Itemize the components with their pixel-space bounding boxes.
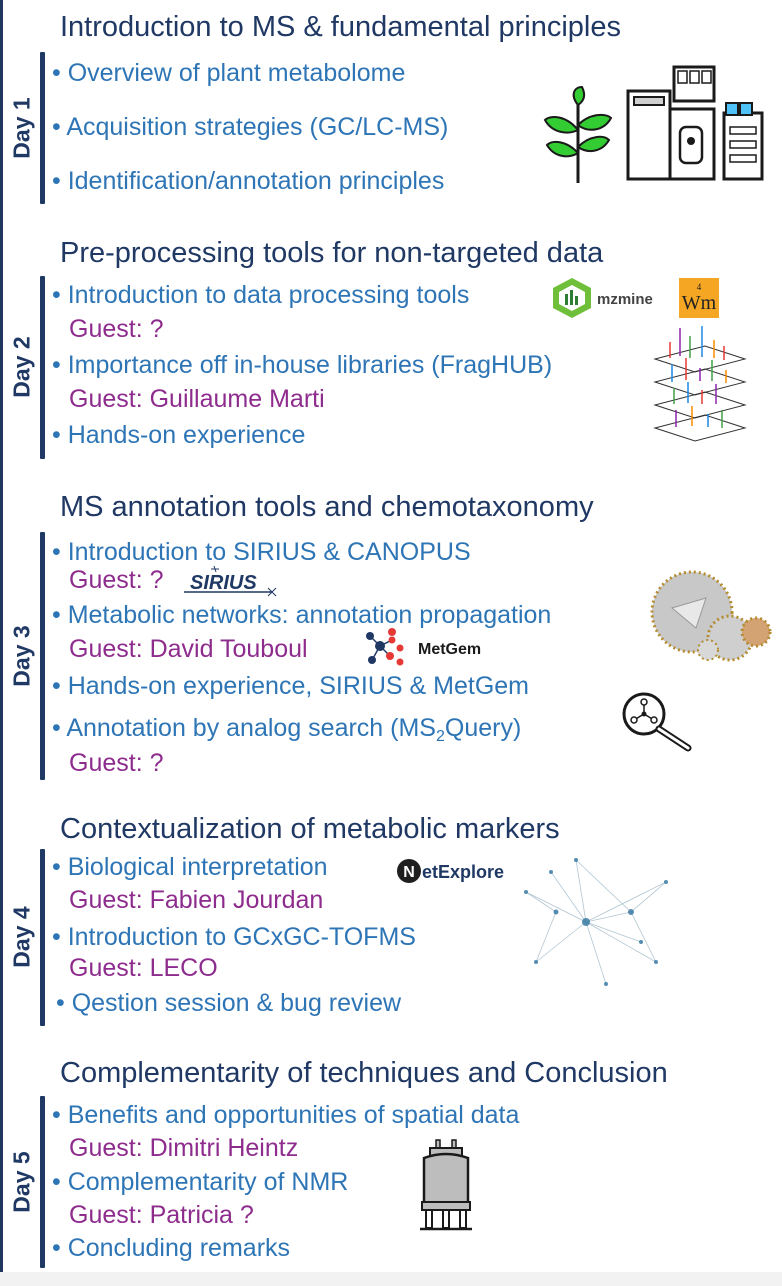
day-5-bar — [40, 1096, 45, 1268]
day-2-title: Pre-processing tools for non-targeted da… — [60, 237, 604, 269]
analog-search-icon — [620, 690, 694, 757]
spectra-stack-icon — [650, 324, 750, 449]
day-5-guest-2: Guest: Patricia ? — [69, 1201, 254, 1229]
day-4-title: Contextualization of metabolic markers — [60, 813, 560, 845]
day-1-item-2: • Acquisition strategies (GC/LC-MS) — [52, 113, 449, 141]
day-2-item-2: • Importance off in-house libraries (Fra… — [52, 351, 553, 379]
plant-icon — [540, 85, 615, 190]
day-3-item-4-text-end: Query) — [444, 714, 522, 742]
day-3-item-4-text: • Annotation by analog search (MS — [52, 714, 436, 742]
day-1-section: Introduction to MS & fundamental princip… — [0, 10, 782, 215]
day-3-label: Day 3 — [8, 625, 35, 687]
svg-text:MetGem: MetGem — [418, 641, 481, 658]
mzmine-logo: mzmine — [551, 276, 675, 325]
day-4-label: Day 4 — [8, 906, 35, 968]
sirius-logo: SIRIUS — [184, 564, 280, 605]
day-2-label: Day 2 — [8, 336, 35, 398]
day-1-item-1: • Overview of plant metabolome — [52, 59, 406, 87]
svg-text:etExplore: etExplore — [422, 862, 504, 882]
day-5-label: Day 5 — [8, 1151, 35, 1213]
day-4-item-1: • Biological interpretation — [52, 853, 328, 881]
day-4-guest-1: Guest: Fabien Jourdan — [69, 886, 324, 914]
svg-text:N: N — [403, 864, 415, 881]
nmr-magnet-icon — [416, 1136, 476, 1237]
wm-logo: 4 Wm — [679, 278, 719, 323]
day-3-item-4: • Annotation by analog search (MS2Query) — [52, 713, 521, 752]
day-2-item-1: • Introduction to data processing tools — [52, 281, 470, 309]
day-5-item-3: • Concluding remarks — [52, 1234, 291, 1262]
bottom-band — [0, 1272, 782, 1286]
day-3-item-4-subscript: 2 — [435, 728, 445, 745]
day-1-item-3: • Identification/annotation principles — [52, 167, 445, 195]
svg-text:4: 4 — [697, 282, 702, 292]
day-1-label: Day 1 — [8, 97, 35, 159]
day-4-item-3: • Qestion session & bug review — [56, 989, 402, 1017]
day-2-section: Pre-processing tools for non-targeted da… — [0, 236, 782, 466]
day-2-guest-2: Guest: Guillaume Marti — [69, 385, 325, 413]
day-2-item-3: • Hands-on experience — [52, 421, 306, 449]
day-3-item-1: • Introduction to SIRIUS & CANOPUS — [52, 538, 471, 566]
metgem-logo: MetGem — [360, 626, 494, 675]
svg-text:Wm: Wm — [682, 292, 717, 314]
day-2-guest-1: Guest: ? — [69, 315, 164, 343]
day-3-title: MS annotation tools and chemotaxonomy — [60, 491, 594, 523]
svg-text:SIRIUS: SIRIUS — [190, 572, 257, 594]
day-4-item-2: • Introduction to GCxGC-TOFMS — [52, 923, 416, 951]
day-3-item-2: • Metabolic networks: annotation propaga… — [52, 601, 552, 629]
day-3-bar — [40, 532, 45, 780]
day-4-bar — [40, 849, 45, 1026]
day-3-guest-2: Guest: David Touboul — [69, 635, 308, 663]
day-2-bar — [40, 276, 45, 459]
day-5-guest-1: Guest: Dimitri Heintz — [69, 1134, 299, 1162]
day-3-item-3: • Hands-on experience, SIRIUS & MetGem — [52, 672, 530, 700]
day-3-section: MS annotation tools and chemotaxonomy Da… — [0, 490, 782, 790]
day-1-bar — [40, 52, 45, 204]
day-4-guest-2: Guest: LECO — [69, 954, 218, 982]
molecular-network-icon — [648, 568, 774, 673]
metexplore-logo: N etExplore — [396, 856, 512, 891]
page-left-edge — [0, 0, 3, 1286]
network-graph-icon — [516, 852, 676, 997]
day-5-item-1: • Benefits and opportunities of spatial … — [52, 1101, 520, 1129]
day-3-guest-3: Guest: ? — [69, 749, 164, 777]
day-5-section: Complementarity of techniques and Conclu… — [0, 1056, 782, 1272]
svg-text:mzmine: mzmine — [597, 291, 653, 308]
ms-instrument-icon — [626, 65, 766, 188]
day-5-item-2: • Complementarity of NMR — [52, 1168, 349, 1196]
day-3-guest-1: Guest: ? — [69, 566, 164, 594]
day-1-title: Introduction to MS & fundamental princip… — [60, 11, 621, 43]
day-5-title: Complementarity of techniques and Conclu… — [60, 1057, 668, 1089]
day-4-section: Contextualization of metabolic markers D… — [0, 812, 782, 1032]
